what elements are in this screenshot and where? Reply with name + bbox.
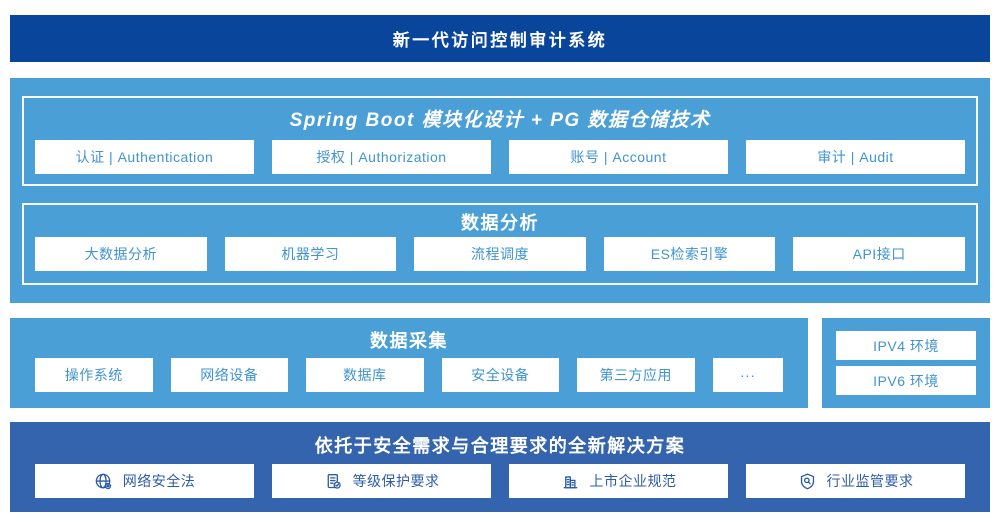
analysis-section: 数据分析 大数据分析机器学习流程调度 ES检索引擎 API接口	[22, 203, 978, 285]
analysis-section-title: 数据分析	[461, 213, 539, 233]
solution-box-listed-company: 上市企业规范	[509, 464, 728, 498]
collection-box: 网络设备	[170, 358, 288, 392]
analysis-box: API接口	[793, 237, 965, 271]
module-box: 账号 | Account	[509, 140, 728, 174]
collection-box-row: 操作系统网络设备数据库安全设备第三方应用 ···	[35, 358, 783, 392]
collection-row: 数据采集 操作系统网络设备数据库安全设备第三方应用 ··· IPV4 环境 IPV6…	[10, 318, 990, 408]
solution-box-row: 网络安全法 等级保护要求	[35, 464, 965, 498]
collection-box: 操作系统	[35, 358, 153, 392]
analysis-box: 大数据分析	[35, 237, 207, 271]
analysis-box: ES检索引擎	[603, 237, 776, 271]
collection-section-title: 数据采集	[370, 331, 448, 351]
solution-box-protection-grade: 等级保护要求	[272, 464, 491, 498]
collection-box: 数据库	[306, 358, 424, 392]
modules-section: Spring Boot 模块化设计 + PG 数据仓储技术 认证 | Authe…	[22, 96, 978, 186]
ellipsis-box: ···	[712, 358, 783, 392]
system-title-banner: 新一代访问控制审计系统	[10, 15, 990, 62]
shield-magnifier-icon	[798, 472, 817, 491]
analysis-box-row: 大数据分析机器学习流程调度 ES检索引擎 API接口	[35, 237, 965, 271]
module-box: 审计 | Audit	[746, 140, 965, 174]
environment-box: IPV4 环境	[836, 331, 976, 360]
module-box: 授权 | Authorization	[272, 140, 491, 174]
solution-box-label: 等级保护要求	[352, 473, 440, 489]
collection-box: 安全设备	[441, 358, 559, 392]
system-title: 新一代访问控制审计系统	[392, 31, 608, 50]
solution-section: 依托于安全需求与合理要求的全新解决方案 网络安全法	[10, 422, 990, 512]
analysis-box: 流程调度	[414, 237, 586, 271]
solution-box-industry-regulation: 行业监管要求	[746, 464, 965, 498]
globe-icon	[94, 472, 113, 491]
solution-box-label: 行业监管要求	[826, 473, 914, 489]
collection-box: 第三方应用	[577, 358, 695, 392]
analysis-box: 机器学习	[224, 237, 397, 271]
solution-box-label: 上市企业规范	[589, 473, 677, 489]
modules-box-row: 认证 | Authentication 授权 | Authorization 账号 …	[35, 140, 965, 174]
module-box: 认证 | Authentication	[35, 140, 254, 174]
document-check-icon	[324, 472, 343, 491]
solution-box-label: 网络安全法	[122, 473, 196, 489]
collection-section: 数据采集 操作系统网络设备数据库安全设备第三方应用 ···	[10, 318, 808, 408]
environment-section: IPV4 环境 IPV6 环境	[822, 318, 990, 408]
environment-box: IPV6 环境	[836, 366, 976, 395]
solution-section-title: 依托于安全需求与合理要求的全新解决方案	[314, 436, 686, 456]
solution-box-cybersecurity-law: 网络安全法	[35, 464, 254, 498]
modules-section-title: Spring Boot 模块化设计 + PG 数据仓储技术	[289, 110, 711, 131]
platform-container: Spring Boot 模块化设计 + PG 数据仓储技术 认证 | Authe…	[10, 78, 990, 303]
buildings-icon	[561, 472, 580, 491]
